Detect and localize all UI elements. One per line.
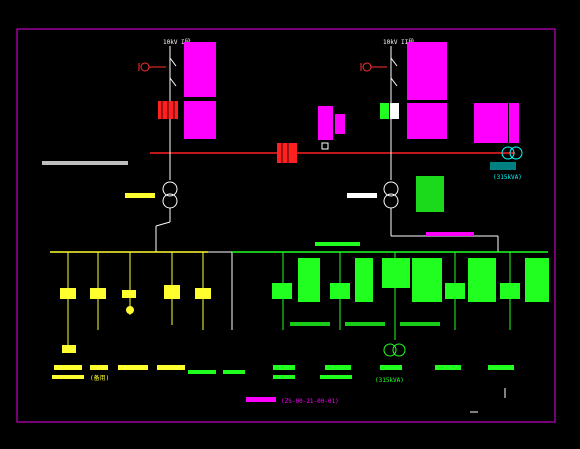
left-incoming-feeder: 10kV I段 [138, 38, 216, 153]
bottom-label-8-bar [325, 365, 351, 370]
right-incoming-feeder: 10kV II段 [360, 38, 447, 153]
feeder-right-top-label: 10kV II段 [383, 38, 414, 46]
drawing-title: (ZS-00-21-00-01) [246, 397, 339, 405]
auxiliary-transformer-right: (315kVA) [474, 103, 523, 181]
lv-left-feeders [67, 252, 204, 350]
note-strip [42, 161, 128, 165]
bottom-feeder-labels: (备用) (315kVA) [52, 365, 514, 384]
bottom-label-6 [223, 370, 245, 374]
bottom-label-10 [488, 365, 514, 370]
switch-icon [169, 57, 177, 87]
feeder-left-top-label: 10kV I段 [163, 38, 191, 46]
lv-right-panels [272, 258, 549, 326]
protection-panel-left-1 [184, 42, 216, 97]
protection-panel-right-1 [407, 42, 447, 100]
bottom-label-5 [188, 370, 216, 374]
transformer-icon [383, 181, 399, 209]
transformer-icon [501, 146, 523, 160]
transformer-right-rating: (315kVA) [493, 174, 522, 181]
bottom-label-2: (备用) [90, 374, 109, 382]
lv-bus-right-label [315, 242, 360, 246]
drawing-frame [16, 28, 556, 423]
coupler-breaker-icon [277, 143, 297, 163]
main-transformer-right [347, 153, 499, 252]
main-transformer-left [125, 153, 178, 252]
lv-left-breakers [60, 285, 211, 353]
bottom-label-7 [273, 365, 295, 370]
breaker-icon [380, 103, 389, 119]
bottom-label-2-bar [90, 365, 108, 370]
bottom-label-3 [118, 365, 148, 370]
bottom-label-9 [435, 365, 461, 370]
switch-icon [390, 57, 398, 87]
transformer-icon [383, 343, 406, 357]
transformer-icon [162, 181, 178, 209]
ground-icon [138, 62, 166, 72]
bottom-label-8: (315kVA) [375, 377, 404, 384]
bottom-label-4 [157, 365, 185, 370]
protection-panel-left-2 [184, 101, 216, 139]
ground-icon [360, 62, 387, 72]
protection-panel-right-2 [407, 103, 447, 139]
bottom-label-1 [54, 365, 82, 370]
drawing-title-bar [246, 397, 276, 402]
drawing-number: (ZS-00-21-00-01) [281, 398, 339, 405]
bus-coupler [277, 106, 345, 163]
